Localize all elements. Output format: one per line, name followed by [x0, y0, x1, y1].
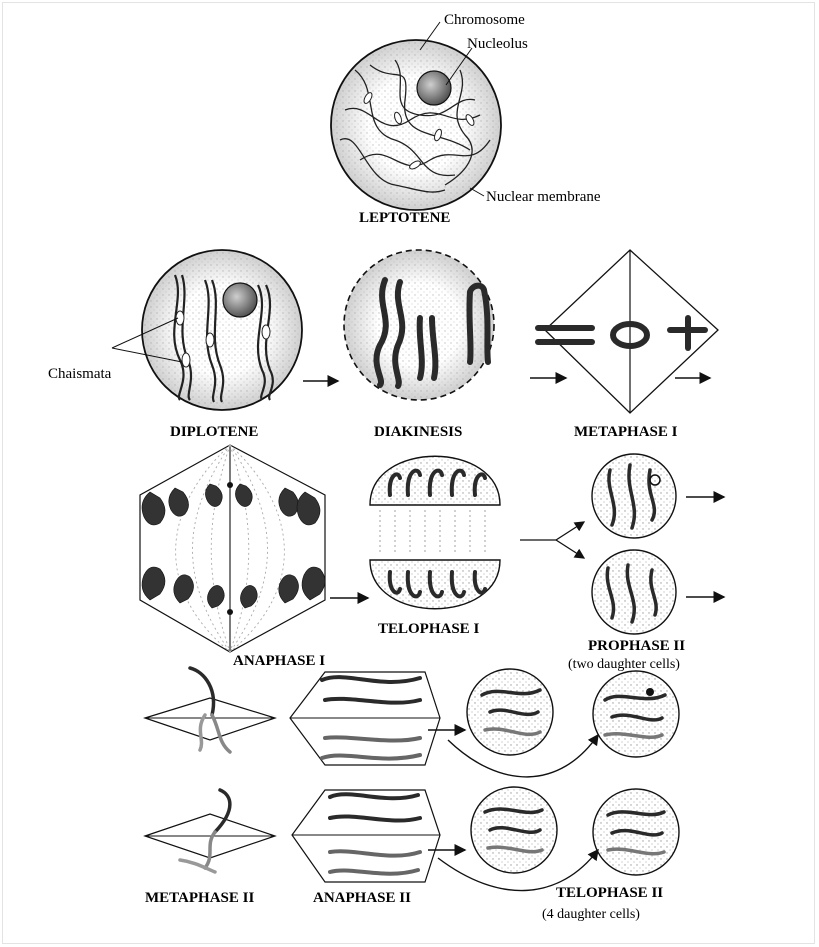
anaphase2-spindle-bottom: [292, 790, 440, 882]
chromosome-label: Chromosome: [444, 12, 525, 28]
metaphase2-label: METAPHASE II: [145, 890, 254, 906]
metaphase2-spindle-bottom: [145, 790, 275, 872]
telophase2-label: TELOPHASE II: [556, 885, 663, 901]
nuclear-membrane-label: Nuclear membrane: [486, 189, 601, 205]
chaismata-label: Chaismata: [48, 366, 112, 382]
anaphase2-spindle-top: [290, 672, 440, 765]
leptotene-cell: [331, 40, 501, 210]
metaphase2-spindle-top: [145, 668, 275, 752]
anaphase1-label: ANAPHASE I: [233, 653, 325, 669]
prophase2-cells: [592, 454, 676, 634]
nucleolus-label: Nucleolus: [467, 36, 528, 52]
prophase2-label: PROPHASE II: [588, 638, 685, 654]
anaphase1-spindle: [140, 445, 325, 652]
leptotene-label: LEPTOTENE: [359, 210, 450, 226]
anaphase2-label: ANAPHASE II: [313, 890, 411, 906]
diakinesis-cell: [344, 250, 494, 400]
metaphase1-label: METAPHASE I: [574, 424, 678, 440]
prophase2-sub-label: (two daughter cells): [568, 657, 680, 672]
metaphase1-spindle: [538, 250, 718, 413]
membrane-leader: [470, 188, 484, 196]
telophase1-label: TELOPHASE I: [378, 621, 479, 637]
diplotene-label: DIPLOTENE: [170, 424, 258, 440]
fork-arrow: [520, 522, 584, 558]
diplotene-cell: [142, 250, 302, 410]
diakinesis-label: DIAKINESIS: [374, 424, 462, 440]
telophase2-sub-label: (4 daughter cells): [542, 907, 640, 922]
telophase1-cells: [370, 456, 500, 609]
nucleolus-body: [417, 71, 451, 105]
